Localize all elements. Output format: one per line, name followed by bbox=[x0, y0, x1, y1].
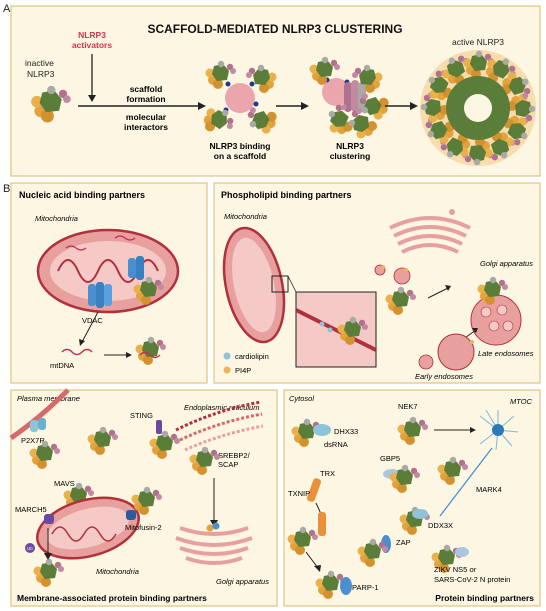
txnip-label: TXNIP bbox=[288, 489, 310, 498]
zikv-label: ZIKV NS5 or bbox=[434, 565, 477, 574]
sting-label: STING bbox=[130, 411, 153, 420]
cytosol-label: Cytosol bbox=[289, 394, 314, 403]
active-nlrp3-label: active NLRP3 bbox=[452, 37, 504, 47]
nucleic-title: Nucleic acid binding partners bbox=[19, 190, 145, 200]
mark4-label: MARK4 bbox=[476, 485, 502, 494]
zap-label: ZAP bbox=[396, 538, 411, 547]
nek7-label: NEK7 bbox=[398, 402, 418, 411]
clustering-label-2: clustering bbox=[330, 151, 371, 161]
zikv-icon bbox=[455, 547, 469, 557]
activators-label-2: activators bbox=[72, 40, 112, 50]
panel-a-title: SCAFFOLD-MEDIATED NLRP3 CLUSTERING bbox=[147, 22, 402, 36]
scaffold-formation-2: formation bbox=[126, 94, 165, 104]
p2x7r-label: P2X7R bbox=[21, 436, 45, 445]
svg-text:PI4P: PI4P bbox=[235, 366, 251, 375]
srebp-label-1: SREBP2/ bbox=[218, 451, 251, 460]
membrane-golgi-label: Golgi apparatus bbox=[216, 577, 269, 586]
late-endosomes-label: Late endosomes bbox=[478, 349, 534, 358]
binding-label-2: on a scaffold bbox=[214, 151, 266, 161]
mtoc-label: MTOC bbox=[510, 397, 533, 406]
dhx33-label: DHX33 bbox=[334, 427, 358, 436]
mitofusin-icon bbox=[126, 510, 136, 520]
sars-label: SARS-CoV-2 N protein bbox=[434, 575, 510, 584]
phospho-mito-label: Mitochondria bbox=[224, 212, 267, 221]
nucleic-mito-label: Mitochondria bbox=[35, 214, 78, 223]
mavs-label: MAVS bbox=[54, 479, 75, 488]
mitofusin-label: Mitofusin-2 bbox=[125, 523, 162, 532]
molecular-interactors-2: interactors bbox=[124, 122, 168, 132]
protein-title: Protein binding partners bbox=[435, 593, 534, 603]
svg-text:Ub: Ub bbox=[27, 546, 33, 551]
vdac-label: VDAC bbox=[82, 316, 103, 325]
plasma-membrane-label: Plasma membrane bbox=[17, 394, 80, 403]
phospho-golgi-label: Golgi apparatus bbox=[480, 259, 533, 268]
txnip-icon bbox=[318, 512, 326, 536]
vesicle-with-nlrp3 bbox=[394, 268, 410, 284]
march5-label: MARCH5 bbox=[15, 505, 47, 514]
inactive-label-1: inactive bbox=[25, 58, 54, 68]
ddx3x-icon bbox=[412, 509, 428, 519]
panel-a-letter: A bbox=[3, 3, 11, 15]
parp1-icon bbox=[340, 577, 352, 595]
membrane-mito-label: Mitochondria bbox=[96, 567, 139, 576]
parp1-label: PARP-1 bbox=[352, 583, 379, 592]
late-endosome bbox=[471, 295, 521, 345]
march5-icon bbox=[44, 514, 54, 524]
membrane-title: Membrane-associated protein binding part… bbox=[17, 593, 207, 603]
molecular-interactors-1: molecular bbox=[126, 112, 167, 122]
early-endosomes-label: Early endosomes bbox=[415, 372, 473, 381]
svg-text:cardiolipin: cardiolipin bbox=[235, 352, 269, 361]
dsrna-label: dsRNA bbox=[324, 440, 348, 449]
binding-label-1: NLRP3 binding bbox=[210, 141, 271, 151]
srebp-label-2: SCAP bbox=[218, 460, 238, 469]
phospho-title: Phospholipid binding partners bbox=[221, 190, 352, 200]
sting-icon bbox=[156, 420, 162, 434]
scaffold-formation-1: scaffold bbox=[130, 84, 163, 94]
gbp5-label: GBP5 bbox=[380, 454, 400, 463]
clustering-label-1: NLRP3 bbox=[336, 141, 364, 151]
mtdna-label: mtDNA bbox=[50, 361, 74, 370]
inactive-label-2: NLRP3 bbox=[27, 69, 55, 79]
panel-b-letter: B bbox=[3, 183, 10, 195]
trx-label: TRX bbox=[320, 469, 335, 478]
dhx33-icon bbox=[313, 424, 331, 436]
active-nlrp3-ring bbox=[420, 50, 536, 166]
ddx3x-label: DDX3X bbox=[428, 521, 453, 530]
activators-label-1: NLRP3 bbox=[78, 30, 106, 40]
